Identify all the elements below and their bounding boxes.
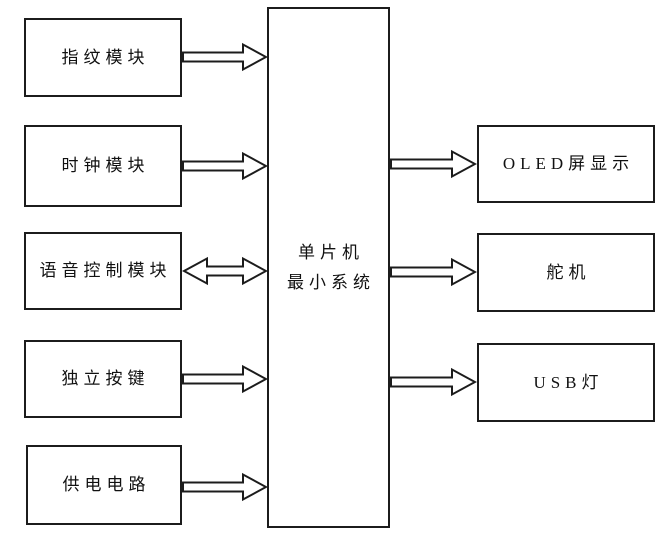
node-mcu-minimal-system: 单片机 最小系统 — [267, 7, 390, 528]
node-servo: 舵机 — [477, 233, 655, 312]
node-label: USB灯 — [533, 372, 604, 392]
node-power-supply-circuit: 供电电路 — [26, 445, 182, 525]
arrow-power-to-mcu-icon — [182, 472, 268, 502]
node-voice-control-module: 语音控制模块 — [24, 232, 182, 310]
node-clock-module: 时钟模块 — [24, 125, 182, 207]
node-label: 指纹模块 — [61, 47, 150, 67]
node-label: OLED屏显示 — [502, 154, 635, 173]
arrow-mcu-to-oled-icon — [390, 149, 477, 179]
arrow-clock-to-mcu-icon — [182, 151, 268, 181]
arrow-fingerprint-to-mcu-icon — [182, 42, 268, 72]
node-label: 供电电路 — [62, 475, 151, 494]
node-independent-buttons: 独立按键 — [24, 340, 182, 418]
arrow-mcu-to-usb-light-icon — [390, 367, 477, 397]
arrow-buttons-to-mcu-icon — [182, 364, 268, 394]
arrow-mcu-to-servo-icon — [390, 257, 477, 287]
node-usb-light: USB灯 — [477, 343, 655, 422]
node-oled-display: OLED屏显示 — [477, 125, 655, 203]
node-label-line2: 最小系统 — [287, 272, 375, 292]
node-label: 语音控制模块 — [39, 261, 172, 280]
node-label: 时钟模块 — [61, 156, 150, 175]
node-label: 独立按键 — [61, 369, 150, 388]
node-fingerprint-module: 指纹模块 — [24, 18, 182, 97]
arrow-voice-mcu-bidirectional-icon — [182, 256, 268, 286]
node-label-line1: 单片机 — [298, 242, 364, 262]
node-label: 舵机 — [546, 262, 591, 282]
